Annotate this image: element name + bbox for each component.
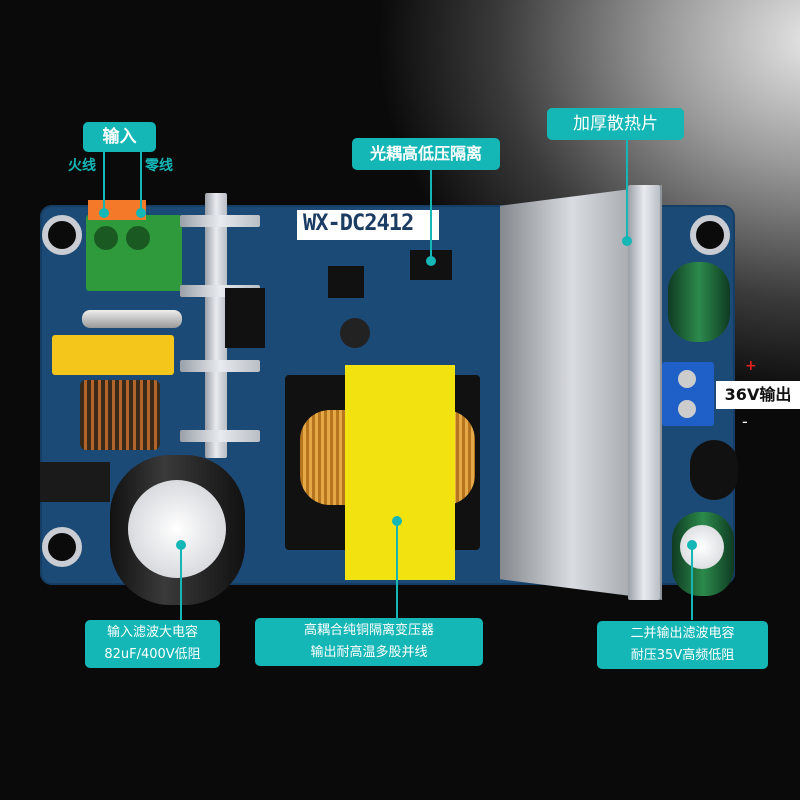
label-line: 二并输出滤波电容 (630, 626, 735, 641)
minus-sign: - (742, 412, 748, 431)
control-ic (328, 266, 364, 298)
callout-line (626, 140, 628, 240)
terminal-screw (94, 226, 118, 250)
heatsink-fin (180, 360, 260, 372)
label-line: 输出耐高温多股并线 (310, 645, 428, 660)
mount-hole (42, 527, 82, 567)
mount-hole (690, 215, 730, 255)
heatsink-base (628, 185, 660, 600)
terminal-screw (126, 226, 150, 250)
callout-line (691, 545, 693, 620)
callout-dot (392, 516, 402, 526)
transformer-core (345, 365, 455, 580)
common-mode-inductor (80, 380, 160, 450)
label-line: 高耦合纯铜隔离变压器 (303, 623, 434, 638)
output-inductor (690, 440, 738, 500)
callout-dot (426, 256, 436, 266)
output-capacitor (668, 262, 730, 342)
output-capacitor-label: 二并输出滤波电容 耐压35V高频低阻 (597, 621, 768, 669)
capacitor-top (128, 480, 226, 578)
label-line: 耐压35V高频低阻 (630, 648, 735, 663)
callout-line (103, 152, 105, 212)
callout-line (396, 520, 398, 618)
callout-dot (176, 540, 186, 550)
board-model-label: WX-DC2412 (297, 210, 439, 240)
small-heatsink (205, 193, 227, 458)
output-label: 36V输出 (716, 381, 800, 409)
mosfet (225, 288, 265, 348)
transformer-label: 高耦合纯铜隔离变压器 输出耐高温多股并线 (255, 618, 483, 666)
small-capacitor (340, 318, 370, 348)
callout-dot (687, 540, 697, 550)
callout-line (430, 170, 432, 260)
mount-hole (42, 215, 82, 255)
optocoupler-label: 光耦高低压隔离 (352, 138, 500, 170)
terminal-screw (678, 370, 696, 388)
input-capacitor-label: 输入滤波大电容 82uF/400V低阻 (85, 620, 220, 668)
heatsink-fin (180, 430, 260, 442)
callout-line (180, 545, 182, 620)
terminal-screw (678, 400, 696, 418)
plus-sign: + (745, 358, 757, 374)
live-wire-label: 火线 (68, 158, 96, 174)
callout-dot (99, 208, 109, 218)
label-line: 输入滤波大电容 (106, 625, 198, 640)
callout-dot (136, 208, 146, 218)
x-capacitor (52, 335, 174, 375)
bridge-rectifier (40, 462, 110, 502)
callout-dot (622, 236, 632, 246)
heatsink-label: 加厚散热片 (547, 108, 684, 140)
fuse (82, 310, 182, 328)
neutral-wire-label: 零线 (145, 158, 173, 174)
callout-line (140, 152, 142, 212)
input-label: 输入 (83, 122, 156, 152)
heatsink-fin (180, 215, 260, 227)
label-line: 82uF/400V低阻 (104, 647, 201, 662)
